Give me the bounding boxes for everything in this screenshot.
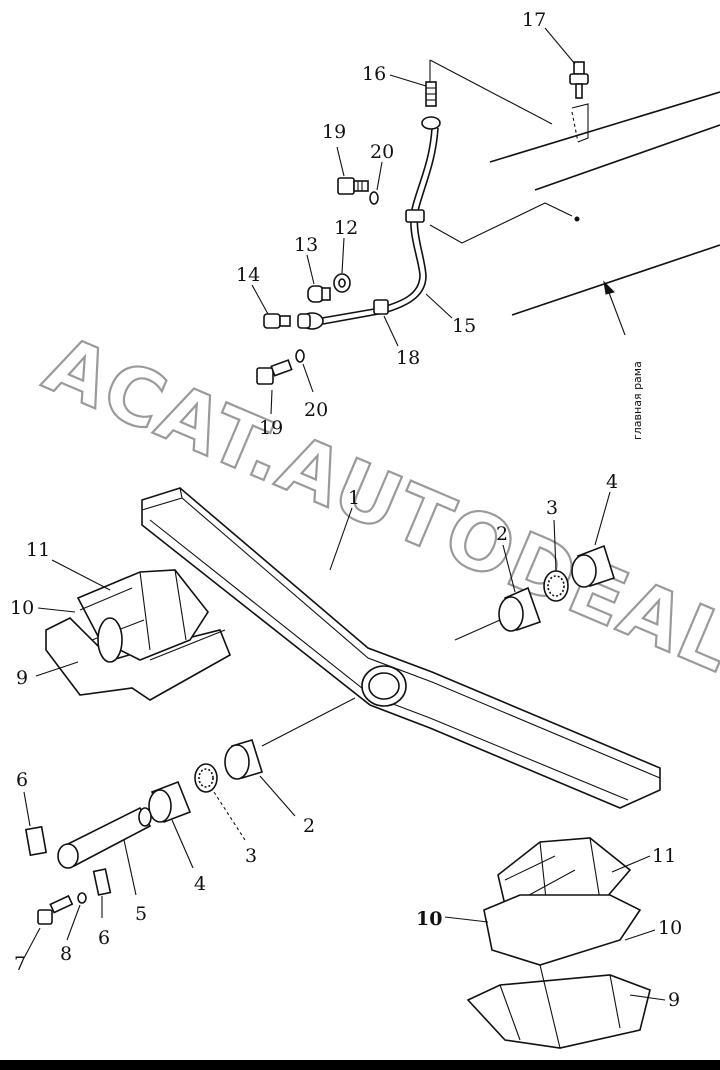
callout-13: 13	[294, 234, 318, 256]
callout-20-lower: 20	[304, 399, 328, 421]
callout-2-right: 2	[496, 523, 508, 545]
callout-14: 14	[236, 264, 260, 286]
callout-9-right: 9	[668, 989, 680, 1011]
washer-20-lower	[295, 349, 305, 363]
bearing-3-left	[194, 763, 218, 793]
callout-6-lower: 6	[98, 927, 110, 949]
support-bracket-left	[45, 569, 232, 701]
bearing-3-right	[543, 570, 569, 602]
bolt-7	[37, 894, 74, 925]
callout-19-upper: 19	[322, 121, 346, 143]
callout-4-right: 4	[606, 471, 618, 493]
callout-11-right: 11	[652, 845, 676, 867]
callout-4-left: 4	[194, 873, 206, 895]
bolt-19-lower	[256, 359, 293, 385]
callout-12: 12	[334, 217, 358, 239]
bushing-2-left	[224, 739, 264, 780]
bushing-2-right	[498, 586, 542, 632]
callout-5: 5	[135, 903, 147, 925]
callout-1: 1	[348, 487, 360, 509]
frame-label: главная рама	[631, 361, 644, 440]
callout-10-right-b: 10	[658, 917, 682, 939]
washer-8	[77, 892, 87, 904]
bolt-19-upper	[337, 177, 369, 195]
assembly-line-left	[261, 697, 356, 747]
callout-6-upper: 6	[16, 769, 28, 791]
callout-3-right: 3	[546, 497, 558, 519]
nipple-14	[263, 313, 291, 329]
callout-9-left: 9	[16, 667, 28, 689]
cap-13	[307, 285, 331, 303]
callout-17: 17	[522, 9, 546, 31]
leader-lines	[23, 27, 666, 1001]
assembly-line-right	[454, 619, 501, 641]
callout-10-left: 10	[10, 597, 34, 619]
main-frame	[429, 59, 720, 336]
pin-5	[57, 806, 152, 869]
watermark: ACAT.AUTODEALER.RU	[33, 320, 720, 800]
callout-3-left: 3	[245, 845, 257, 867]
nut-12	[333, 273, 351, 293]
washer-20-upper	[369, 191, 379, 205]
callout-19-lower: 19	[259, 417, 283, 439]
callout-10-right-a: 10	[416, 908, 442, 930]
support-bracket-right	[466, 837, 651, 1049]
callout-7: 7	[14, 953, 26, 975]
callout-18: 18	[396, 347, 420, 369]
callout-numbers: 17 16 19 20 12 13 14 15 18 19 20 1 2 3 4…	[10, 9, 682, 1011]
callout-16: 16	[362, 63, 386, 85]
equalizer-bar	[141, 487, 661, 809]
fitting-17	[569, 61, 589, 99]
callout-8: 8	[60, 943, 72, 965]
grease-hose	[297, 116, 441, 330]
plate-6-right	[92, 868, 112, 896]
bushing-4-left	[148, 780, 192, 824]
fitting-16	[425, 81, 437, 107]
bushing-4-right	[571, 544, 615, 588]
plate-6-left	[24, 825, 48, 857]
callout-15: 15	[452, 315, 476, 337]
bottom-edge-bar	[0, 1060, 720, 1070]
callout-11-left: 11	[26, 539, 50, 561]
callout-20-upper: 20	[370, 141, 394, 163]
callout-2-left: 2	[303, 815, 315, 837]
